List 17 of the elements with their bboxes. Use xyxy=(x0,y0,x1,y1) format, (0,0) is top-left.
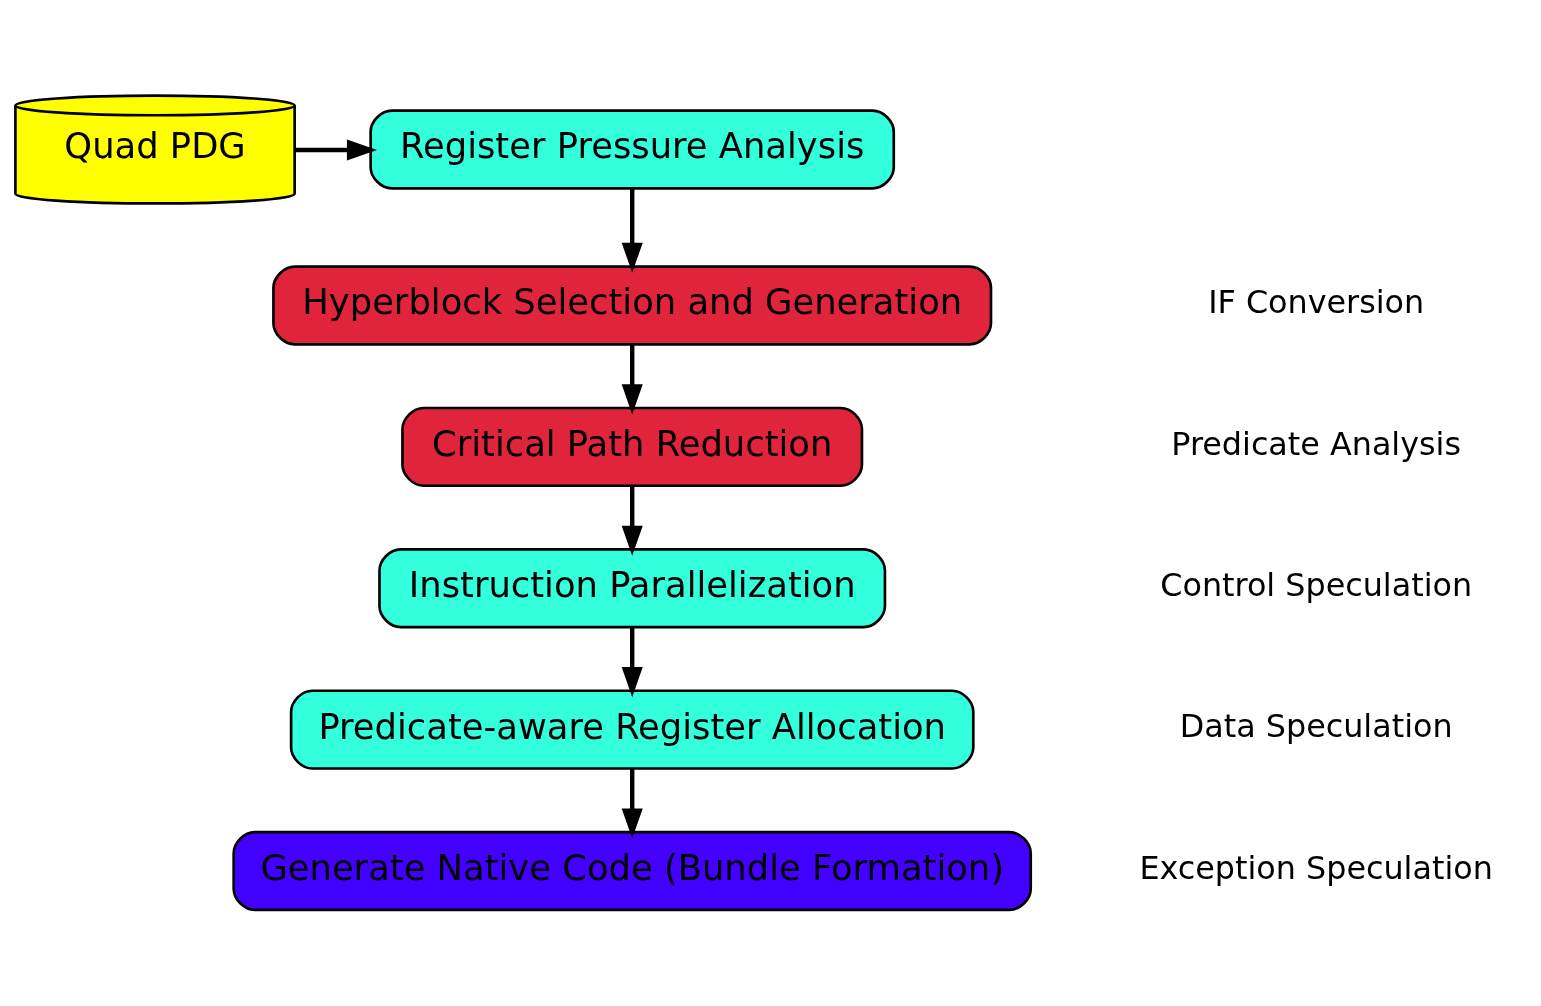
arrow xyxy=(621,344,643,415)
label: Predicate Analysis xyxy=(1171,424,1462,463)
node-box: Critical Path Reduction xyxy=(401,406,864,488)
node-box: Register Pressure Analysis xyxy=(369,109,896,190)
label: Exception Speculation xyxy=(1139,848,1493,887)
node-box: Generate Native Code (Bundle Formation) xyxy=(232,830,1033,912)
node-box: Hyperblock Selection and Generation xyxy=(272,265,993,346)
arrow xyxy=(621,627,643,698)
node-box: Predicate-aware Register Allocation xyxy=(289,689,975,770)
label: IF Conversion xyxy=(1208,283,1425,322)
label: Control Speculation xyxy=(1160,566,1473,605)
label: Data Speculation xyxy=(1179,707,1453,746)
arrow xyxy=(621,188,643,273)
arrow xyxy=(621,486,643,556)
arrow xyxy=(294,139,377,161)
node-box: Instruction Parallelization xyxy=(378,548,887,629)
arrow xyxy=(621,769,643,839)
